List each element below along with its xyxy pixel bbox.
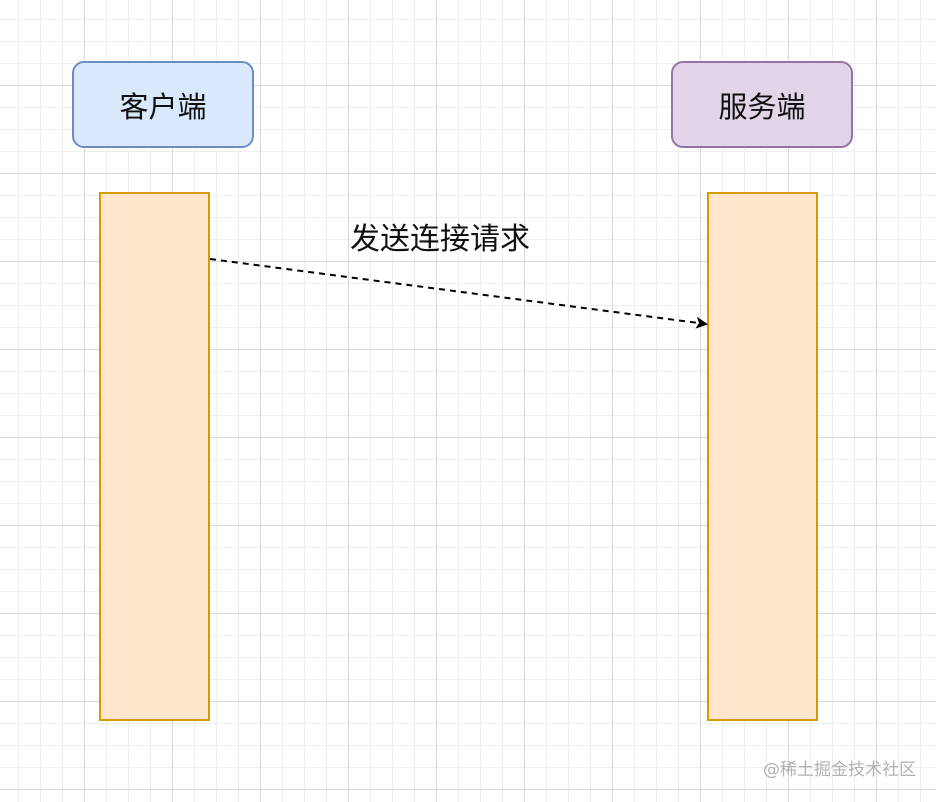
message-arrow[interactable] — [209, 258, 708, 329]
participant-client[interactable]: 客户端 — [72, 61, 254, 148]
participant-client-label: 客户端 — [119, 89, 207, 124]
participant-server-label: 服务端 — [718, 89, 806, 124]
server-activation-bar[interactable] — [707, 192, 818, 721]
participant-server[interactable]: 服务端 — [671, 61, 853, 148]
message-label: 发送连接请求 — [350, 222, 530, 257]
watermark: @稀土掘金技术社区 — [763, 760, 916, 780]
client-activation-bar[interactable] — [99, 192, 210, 721]
